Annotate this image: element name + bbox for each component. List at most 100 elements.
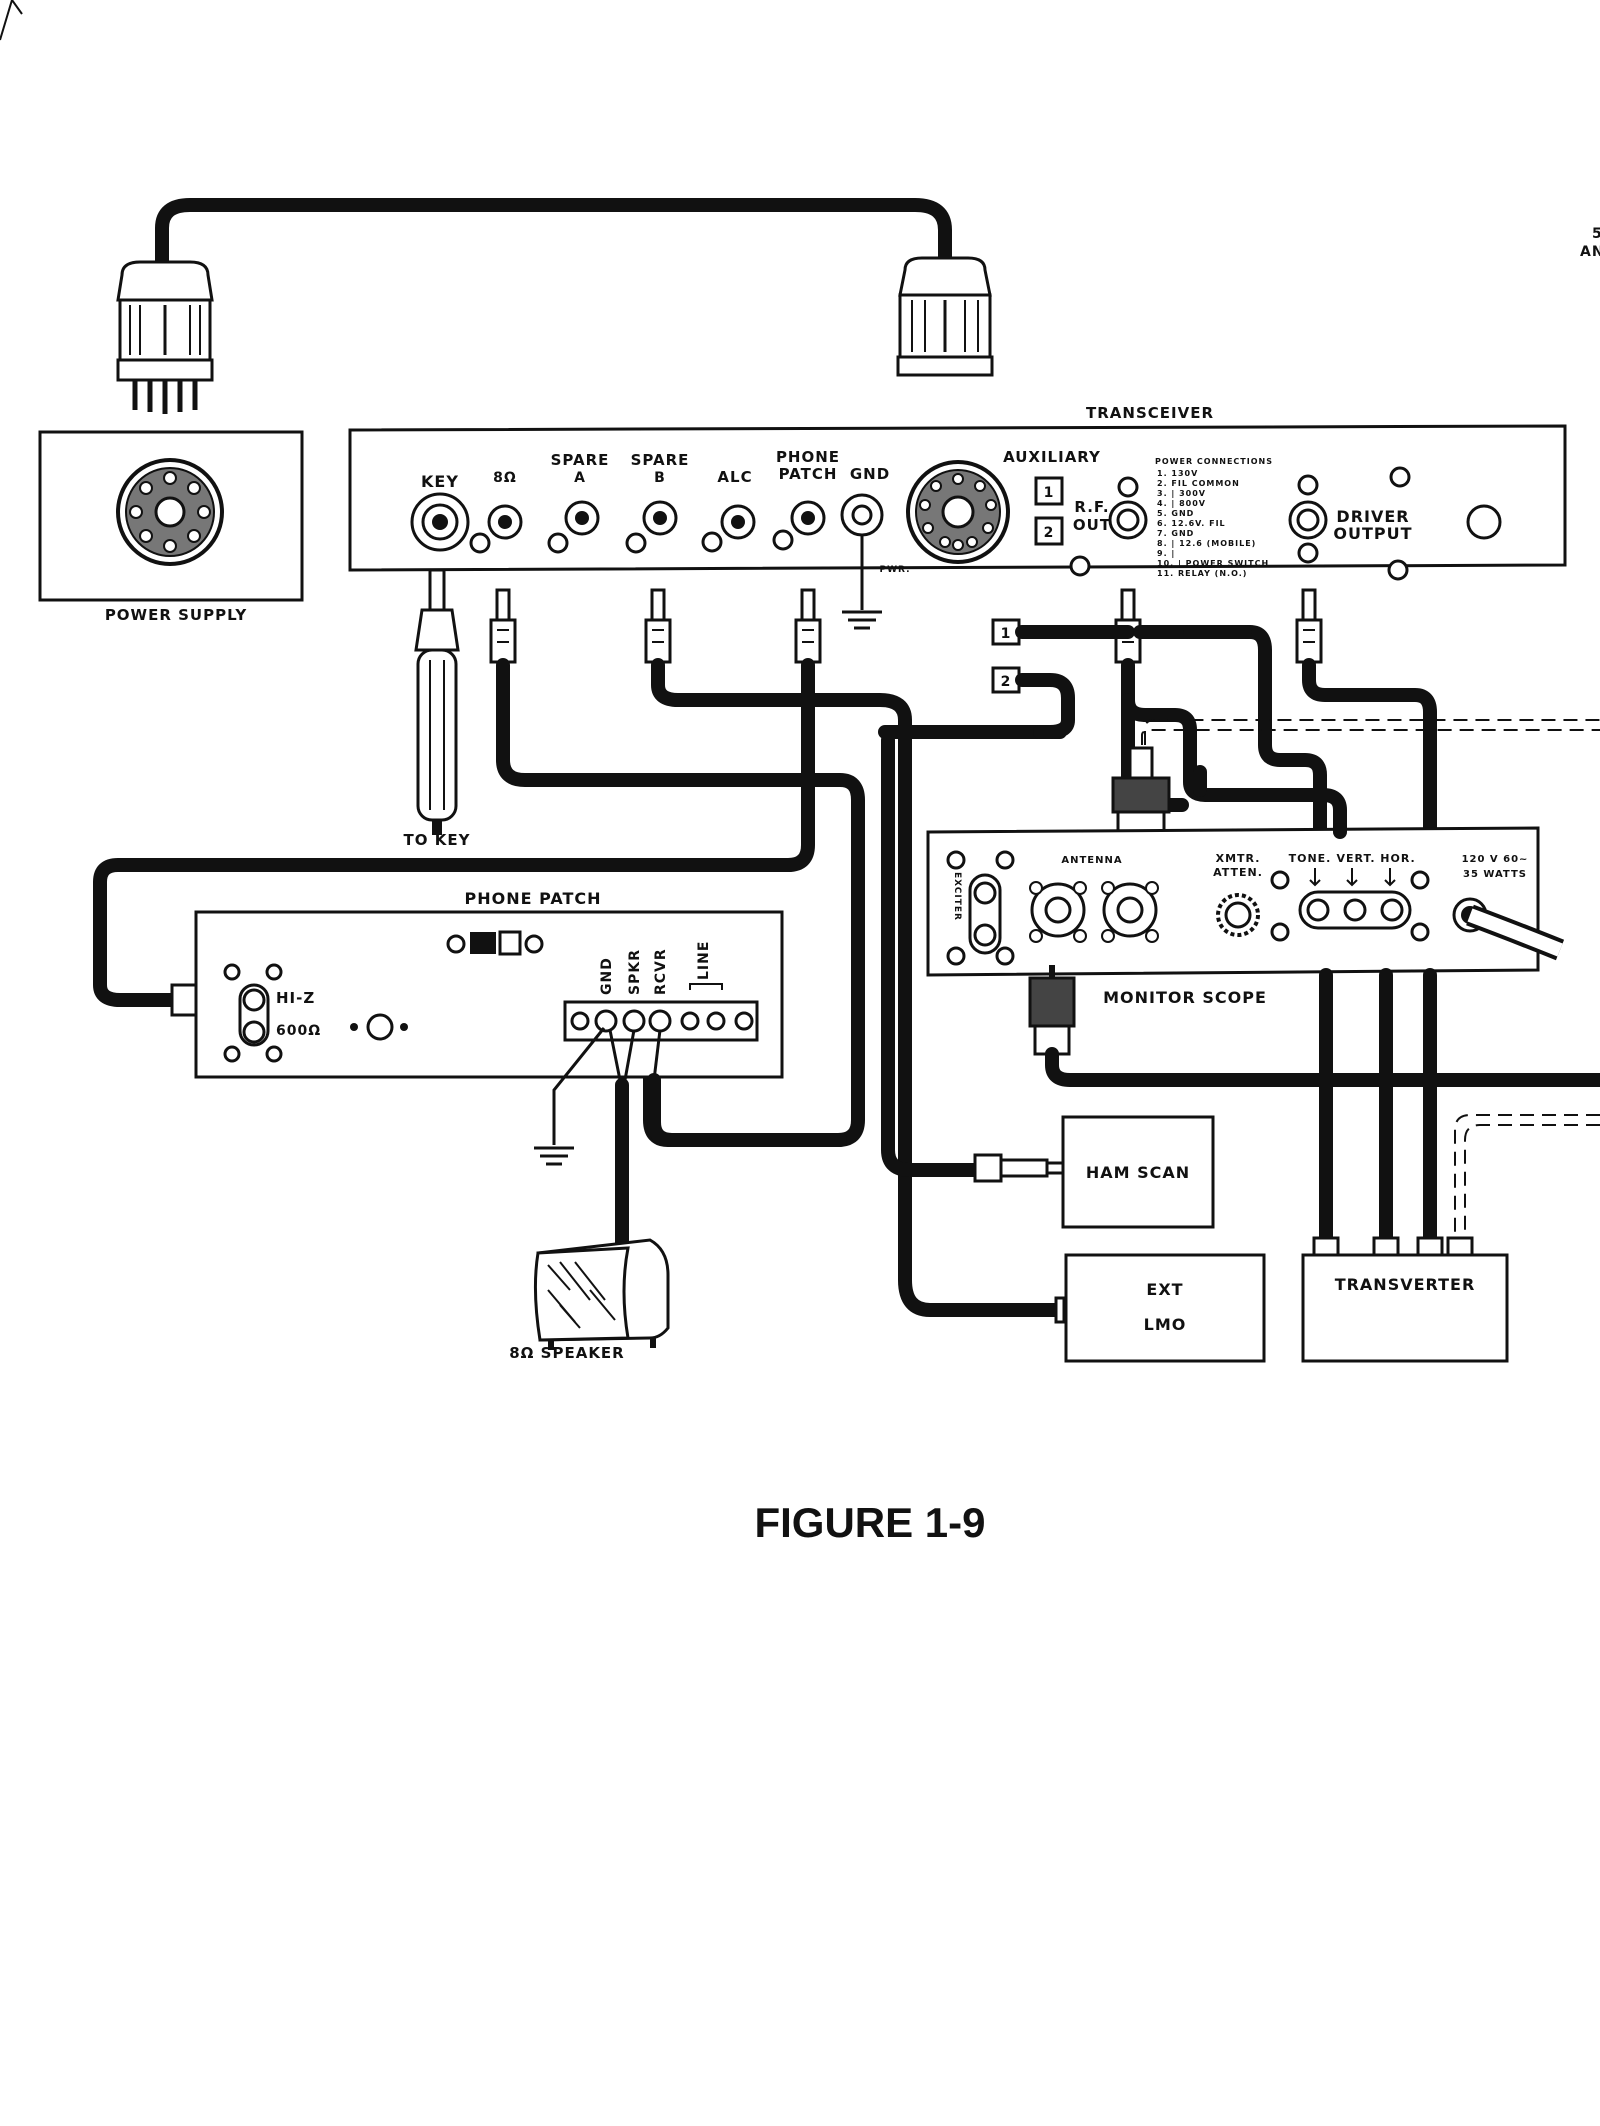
monitor-scope: EXCITER ANTENNA XMTR. ATTEN. TONE. VERT.…: [926, 826, 1565, 1007]
rcvr-terminal-screw[interactable]: [648, 1009, 672, 1033]
level-control[interactable]: [366, 1013, 394, 1041]
ext-lmo-box: [1064, 1253, 1266, 1363]
spare-b-label-bottom: B: [654, 470, 666, 486]
screw-icon: [995, 850, 1015, 870]
power-rating-label-bottom: 35 WATTS: [1463, 869, 1527, 880]
terminal-2-label: 2: [1044, 525, 1055, 541]
screw-icon: [1389, 466, 1411, 488]
speaker-grille-icon: [547, 1261, 616, 1329]
ham-scan-box: [1061, 1115, 1215, 1229]
alc-jack-label: ALC: [717, 468, 752, 486]
screw-icon: [223, 1045, 241, 1063]
spare-a-label-top: SPARE: [551, 451, 610, 469]
phone-patch-rca-plug: [170, 983, 198, 1017]
figure-caption: FIGURE 1-9: [754, 1499, 985, 1546]
screw-icon: [265, 1045, 283, 1063]
spkr-terminal-screw[interactable]: [622, 1009, 646, 1033]
dashed-line-top-2: [1141, 729, 1600, 745]
transverter: TRANSVERTER: [1301, 1236, 1509, 1363]
exciter-label: EXCITER: [952, 872, 962, 921]
power-rating-label-top: 120 V 60~: [1462, 854, 1529, 865]
vert-label: VERT.: [1336, 852, 1375, 865]
power-connection-item: 2. FIL COMMON: [1157, 479, 1240, 488]
hi-z-jack[interactable]: [242, 988, 266, 1012]
gnd-terminal-screw[interactable]: [594, 1009, 618, 1033]
transceiver-power-plug: [896, 256, 994, 377]
dashed-line-top: [1144, 719, 1600, 745]
line-terminal-screw[interactable]: [706, 1011, 726, 1031]
phone-patch-cable: [93, 658, 815, 1007]
screw-icon: [1410, 870, 1430, 890]
phone-patch-switch[interactable]: [470, 932, 496, 954]
driver-output-label-top: DRIVER: [1336, 507, 1409, 526]
power-connection-item: 8. | 12.6 (MOBILE): [1157, 539, 1256, 548]
screw-icon: [1387, 559, 1409, 581]
screw-icon: [1297, 542, 1319, 564]
key-jack-label: KEY: [421, 472, 459, 491]
terminal-screw[interactable]: [734, 1011, 754, 1031]
ham-scan: HAM SCAN: [973, 1115, 1215, 1229]
power-connection-item: 1. 130V: [1157, 469, 1198, 478]
power-supply-plug: [116, 260, 214, 414]
spare-a-label-bottom: A: [574, 470, 586, 486]
six-hundred-ohm-jack[interactable]: [242, 1020, 266, 1044]
exciter-jack[interactable]: [973, 923, 997, 947]
spare-b-label-top: SPARE: [631, 451, 690, 469]
line-terminal-screw[interactable]: [680, 1011, 700, 1031]
screw-icon: [1270, 922, 1290, 942]
screw-icon: [1297, 474, 1319, 496]
monitor-scope-title: MONITOR SCOPE: [1103, 988, 1267, 1007]
ground-symbol-icon: [842, 610, 882, 630]
corner-mark: [0, 0, 23, 41]
terminal-2[interactable]: [1034, 516, 1064, 546]
ext-lmo: EXT LMO: [1054, 1253, 1266, 1363]
transceiver: TRANSCEIVER KEY 8Ω SPARE A SPARE B ALC P…: [348, 404, 1567, 581]
power-connection-item: 10. | POWER SWITCH: [1157, 559, 1269, 568]
terminal-1[interactable]: [1034, 476, 1064, 506]
ham-scan-label: HAM SCAN: [1086, 1163, 1190, 1182]
line-terminal-label: LINE: [696, 941, 712, 980]
pilot-lamp: [1466, 504, 1502, 540]
screw-icon: [701, 531, 723, 553]
rca-plug-spare-b: [644, 588, 672, 664]
rf-out-label-top: R.F.: [1074, 498, 1109, 516]
gnd-terminal-label: GND: [850, 465, 890, 483]
exciter-jack[interactable]: [973, 881, 997, 905]
rcvr-wire: [652, 1029, 662, 1081]
power-connection-item: 3. | 300V: [1157, 489, 1206, 498]
hor-jack[interactable]: [1380, 898, 1404, 922]
key-plug: TO KEY: [404, 568, 470, 849]
xmtr-atten-label-top: XMTR.: [1216, 852, 1261, 865]
tone-label: TONE.: [1289, 852, 1332, 865]
cable-tag-1-label: 1: [1001, 626, 1012, 642]
screw-icon: [772, 529, 794, 551]
six-hundred-ohm-label: 600Ω: [276, 1023, 321, 1039]
pwr-label: PWR.: [879, 565, 910, 575]
power-connection-item: 4. | 800V: [1157, 499, 1206, 508]
terminal-screw[interactable]: [570, 1011, 590, 1031]
screw-icon: [946, 850, 966, 870]
screw-icon: [265, 963, 283, 981]
screw-icon: [625, 532, 647, 554]
tone-jack[interactable]: [1306, 898, 1330, 922]
hi-z-label: HI-Z: [276, 989, 315, 1007]
dashed-line-right: [1454, 1114, 1600, 1245]
spare-b-cable: [651, 658, 1067, 1317]
ham-scan-cable: [878, 725, 1067, 1177]
power-connections-title: POWER CONNECTIONS: [1155, 457, 1273, 466]
edge-text-1: 5: [1592, 226, 1600, 242]
rca-plug-eight-ohm: [489, 588, 517, 664]
driver-output-cable: [1302, 658, 1437, 837]
power-connection-item: 9. |: [1157, 549, 1175, 558]
rca-plug-driver-output: [1295, 588, 1323, 664]
phone-patch: PHONE PATCH HI-Z 600Ω GND SPKR: [170, 889, 784, 1079]
driver-output-label-bottom: OUTPUT: [1333, 524, 1412, 543]
spkr-terminal-label: SPKR: [627, 949, 643, 995]
vert-jack[interactable]: [1343, 898, 1367, 922]
screw-icon: [547, 532, 569, 554]
edge-text-2: AN: [1580, 244, 1600, 260]
speaker: 8Ω SPEAKER: [509, 1238, 670, 1362]
dashed-line-right-2: [1464, 1124, 1600, 1245]
screw-icon: [524, 934, 544, 954]
